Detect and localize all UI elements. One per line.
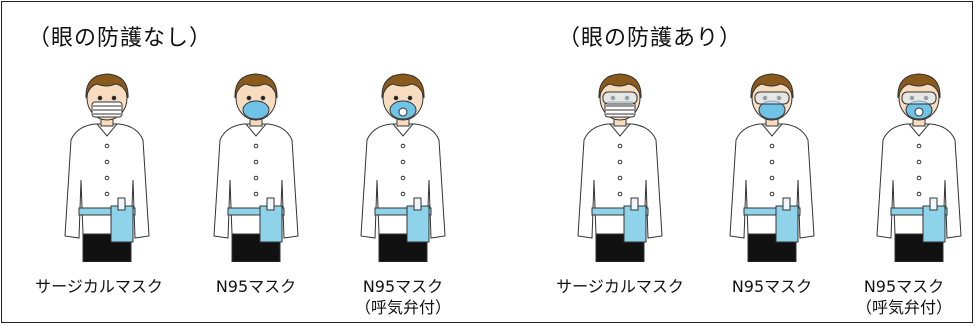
figure-surgical-mask-goggles xyxy=(570,68,670,262)
hair xyxy=(598,73,642,99)
shirt-button xyxy=(769,175,775,181)
shirt-button xyxy=(916,191,922,197)
figure-n95-valve-mask-goggles xyxy=(869,68,969,262)
shirt-button xyxy=(400,191,406,197)
caption-surgical-mask: サージカルマスク xyxy=(35,277,163,296)
shirt-button xyxy=(617,191,623,197)
caption-n95-mask-goggles: N95マスク xyxy=(731,277,813,296)
belt xyxy=(890,207,948,216)
spray-bottle xyxy=(782,197,791,211)
person-illustration xyxy=(577,73,663,262)
belt-bag xyxy=(406,205,430,243)
surgical-mask xyxy=(604,101,636,118)
shirt-button xyxy=(253,143,259,149)
person-illustration xyxy=(876,73,962,262)
heading-with-eye-protection: （眼の防護あり） xyxy=(558,26,743,51)
shirt-button xyxy=(617,143,623,149)
shirt-button xyxy=(769,191,775,197)
collar xyxy=(761,123,783,137)
shirt-button xyxy=(916,143,922,149)
right-eye xyxy=(260,95,266,101)
shirt-button xyxy=(769,143,775,149)
spray-bottle xyxy=(413,197,422,211)
n95-mask xyxy=(242,100,270,120)
hair xyxy=(85,73,129,99)
belt xyxy=(743,207,801,216)
goggles xyxy=(901,91,937,105)
right-eye xyxy=(407,95,413,101)
hair xyxy=(897,73,941,99)
surgical-mask xyxy=(91,101,123,118)
figure-n95-valve-mask xyxy=(353,68,453,262)
collar xyxy=(609,123,631,137)
right-eye xyxy=(111,95,117,101)
caption-n95-valve-mask-goggles: N95マスク（呼気弁付） xyxy=(855,277,952,317)
shirt-button xyxy=(104,191,110,197)
shirt-button xyxy=(253,191,259,197)
goggles xyxy=(602,91,638,105)
shirt-button xyxy=(104,175,110,181)
shirt-button xyxy=(617,159,623,165)
belt xyxy=(227,207,285,216)
shirt-button xyxy=(253,159,259,165)
shirt-button xyxy=(916,175,922,181)
collar xyxy=(96,123,118,137)
shirt-button xyxy=(400,175,406,181)
belt-bag xyxy=(922,205,946,243)
shirt-button xyxy=(253,175,259,181)
belt xyxy=(591,207,649,216)
shirt xyxy=(876,123,962,239)
belt xyxy=(78,207,136,216)
hair xyxy=(750,73,794,99)
goggles xyxy=(754,91,790,105)
caption-n95-mask: N95マスク xyxy=(215,277,297,296)
shirt-button xyxy=(400,143,406,149)
belt-bag xyxy=(623,205,647,243)
shirt-button xyxy=(617,175,623,181)
shirt-button xyxy=(769,159,775,165)
shirt xyxy=(64,123,150,239)
shirt xyxy=(577,123,663,239)
belt-bag xyxy=(110,205,134,243)
spray-bottle xyxy=(266,197,275,211)
figure-n95-mask xyxy=(206,68,306,262)
exhalation-valve xyxy=(398,107,408,117)
collar xyxy=(392,123,414,137)
person-illustration xyxy=(213,73,299,262)
heading-no-eye-protection: （眼の防護なし） xyxy=(28,26,213,51)
shirt xyxy=(360,123,446,239)
left-eye xyxy=(246,95,252,101)
caption-n95-valve-mask: N95マスク（呼気弁付） xyxy=(354,277,451,317)
collar xyxy=(908,123,930,137)
person-illustration xyxy=(64,73,150,262)
left-eye xyxy=(97,95,103,101)
belt xyxy=(374,207,432,216)
caption-surgical-mask-goggles: サージカルマスク xyxy=(556,277,684,296)
person-illustration xyxy=(729,73,815,262)
shirt-button xyxy=(104,143,110,149)
exhalation-valve xyxy=(914,107,924,117)
spray-bottle xyxy=(630,197,639,211)
n95-mask xyxy=(389,100,417,120)
figure-surgical-mask xyxy=(57,68,157,262)
hair xyxy=(234,73,278,99)
hair xyxy=(381,73,425,99)
shirt-button xyxy=(104,159,110,165)
shirt xyxy=(213,123,299,239)
spray-bottle xyxy=(117,197,126,211)
figure-n95-mask-goggles xyxy=(722,68,822,262)
shirt-button xyxy=(400,159,406,165)
collar xyxy=(245,123,267,137)
shirt xyxy=(729,123,815,239)
spray-bottle xyxy=(929,197,938,211)
left-eye xyxy=(393,95,399,101)
belt-bag xyxy=(775,205,799,243)
belt-bag xyxy=(259,205,283,243)
person-illustration xyxy=(360,73,446,262)
shirt-button xyxy=(916,159,922,165)
